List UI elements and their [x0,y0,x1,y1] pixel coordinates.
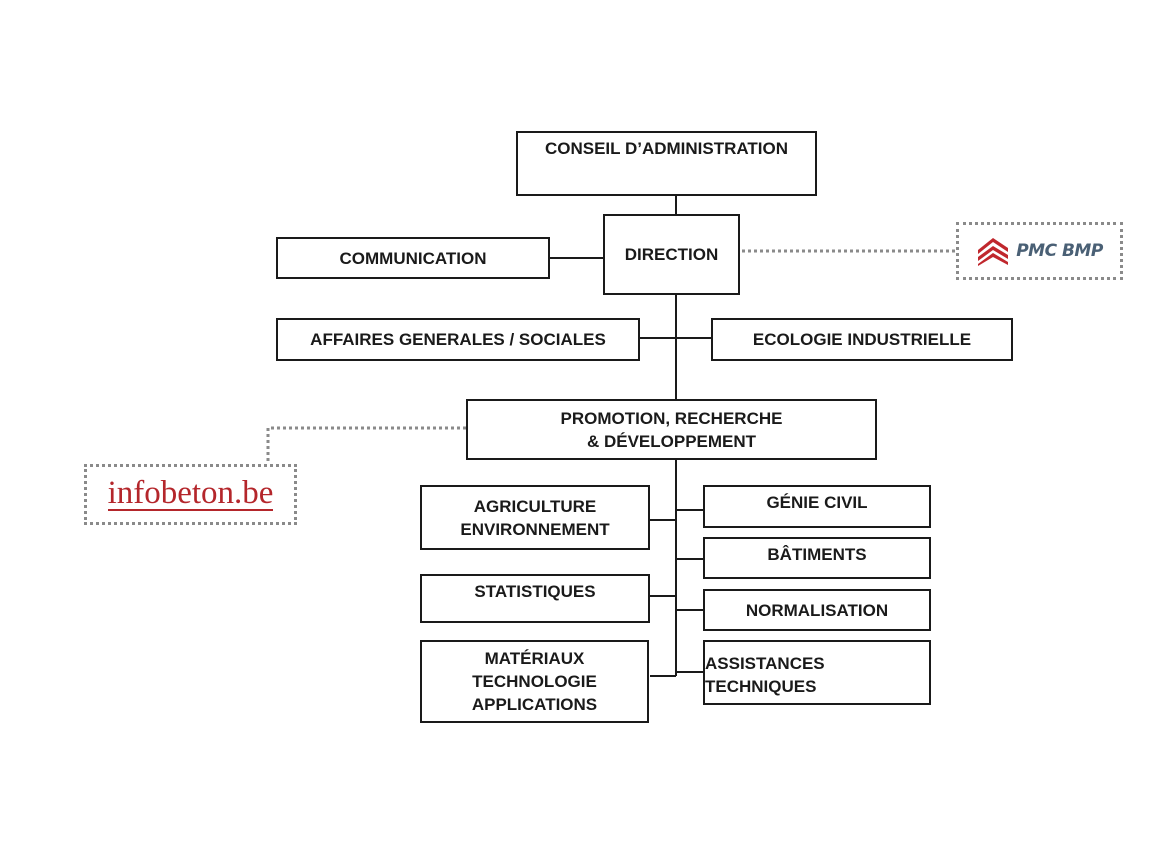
node-promotion-recherche: PROMOTION, RECHERCHE & DÉVELOPPEMENT [466,399,877,460]
infobeton-wordmark: infobeton.be [107,475,274,511]
dotted-link-infobeton [266,426,466,466]
node-ecologie-industrielle: ECOLOGIE INDUSTRIELLE [711,318,1013,361]
node-normalisation: NORMALISATION [703,589,931,631]
node-direction: DIRECTION [603,214,740,295]
infobeton-logo: infobeton.be [84,464,297,525]
node-statistiques: STATISTIQUES [420,574,650,623]
node-agriculture-environnement: AGRICULTURE ENVIRONNEMENT [420,485,650,550]
pmc-bmp-wordmark: PMC BMP [1016,241,1103,261]
node-materiaux-technologie: MATÉRIAUX TECHNOLOGIE APPLICATIONS [420,640,649,723]
pmc-bmp-logo: PMC BMP [956,222,1123,280]
node-assistances-techniques: ASSISTANCES TECHNIQUES [703,640,931,705]
node-genie-civil: GÉNIE CIVIL [703,485,931,528]
pmc-roof-icon [978,238,1009,266]
node-affaires-generales: AFFAIRES GENERALES / SOCIALES [276,318,640,361]
node-batiments: BÂTIMENTS [703,537,931,579]
node-communication: COMMUNICATION [276,237,550,279]
node-conseil-administration: CONSEIL D’ADMINISTRATION [516,131,817,196]
